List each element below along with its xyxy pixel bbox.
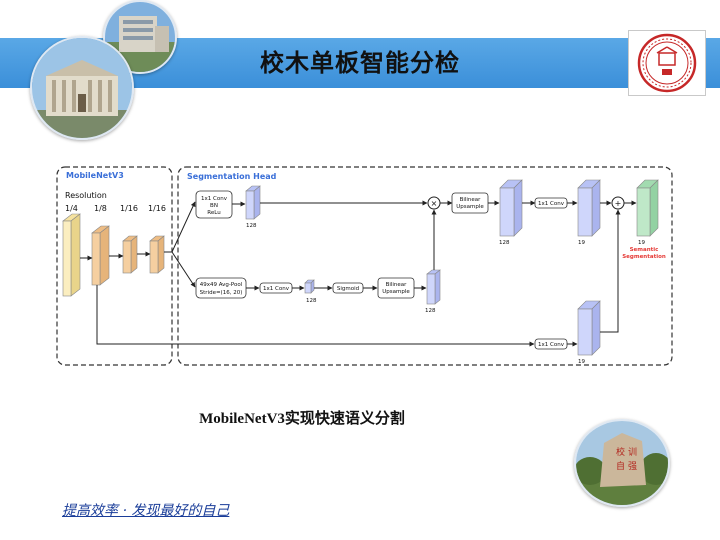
avg-pool-line-2: Stride=(16, 20) — [200, 290, 243, 296]
upsample-bottom-line-2: Upsample — [382, 289, 410, 295]
resolution-label: Resolution — [65, 191, 107, 200]
feature-map-1-16-b — [149, 235, 165, 274]
top-conv-dim-label: 19 — [578, 240, 585, 246]
avg-pool-line-1: 49x49 Avg-Pool — [200, 282, 243, 288]
top-dim-label: 128 — [246, 223, 257, 229]
multiply-symbol: × — [431, 199, 438, 208]
svg-text:强: 强 — [628, 461, 637, 472]
add-symbol: + — [615, 199, 622, 208]
upsample-bottom-block — [377, 277, 415, 299]
output-label-line-2: Segmentation — [622, 254, 666, 260]
feature-map-1-8 — [91, 225, 110, 286]
output-dim-label: 19 — [638, 240, 645, 246]
svg-text:自: 自 — [616, 460, 625, 472]
inscribed-stone-photo: 校 训 自 强 — [574, 419, 670, 507]
conv-pool-label: 1x1 Conv — [263, 286, 290, 292]
pool-dim-label: 128 — [306, 298, 317, 304]
resolution-1-16-a: 1/16 — [120, 204, 138, 213]
diagram-caption: MobileNetV3实现快速语义分割 — [199, 411, 405, 427]
mobilenetv3-segmentation-diagram: MobileNetV3 Segmentation Head Resolution… — [56, 166, 673, 366]
slogan-link[interactable]: 提高效率 · 发现最好的自己 — [62, 503, 230, 519]
campus-main-building-photo — [30, 36, 134, 140]
upsampled-dim-label: 128 — [499, 240, 510, 246]
head-frame — [177, 166, 673, 366]
feature-map-pool-128 — [304, 279, 315, 294]
feature-map-output-19 — [636, 179, 659, 237]
feature-map-upsampled-128 — [499, 179, 523, 237]
feature-map-skip-19 — [577, 300, 601, 356]
resolution-1-8: 1/8 — [94, 204, 107, 213]
upsample-top-block — [451, 192, 489, 214]
backbone-title: MobileNetV3 — [66, 171, 124, 180]
university-seal-logo — [628, 30, 706, 96]
slide-title: 校木单板智能分检 — [260, 49, 460, 77]
conv-bn-relu-line-1: 1x1 Conv — [201, 196, 228, 202]
upsample-bottom-line-1: Bilinear — [386, 282, 408, 288]
output-label-line-1: Semantic — [630, 247, 659, 253]
feature-map-1-4 — [62, 213, 81, 297]
upsample-top-line-2: Upsample — [456, 204, 484, 210]
skip-dim-label: 19 — [578, 359, 585, 365]
feature-map-top-19 — [577, 179, 601, 237]
resolution-1-16-b: 1/16 — [148, 204, 166, 213]
backbone-frame — [56, 166, 173, 366]
upsample-top-line-1: Bilinear — [460, 197, 482, 203]
sigmoid-label: Sigmoid — [337, 286, 359, 292]
resolution-1-4: 1/4 — [65, 204, 78, 213]
svg-text:校: 校 — [616, 446, 625, 458]
head-title: Segmentation Head — [187, 172, 277, 181]
upsample-dim-label: 128 — [425, 308, 436, 314]
feature-map-1-16-a — [122, 235, 138, 274]
conv-skip-label: 1x1 Conv — [538, 342, 565, 348]
feature-map-upsample-128 — [426, 269, 441, 305]
conv-bn-relu-line-2: BN — [210, 203, 218, 209]
conv-bn-relu-line-3: ReLu — [207, 210, 220, 216]
feature-map-top-128 — [245, 185, 261, 220]
conv-top-label: 1x1 Conv — [538, 201, 565, 207]
svg-text:训: 训 — [628, 447, 637, 458]
